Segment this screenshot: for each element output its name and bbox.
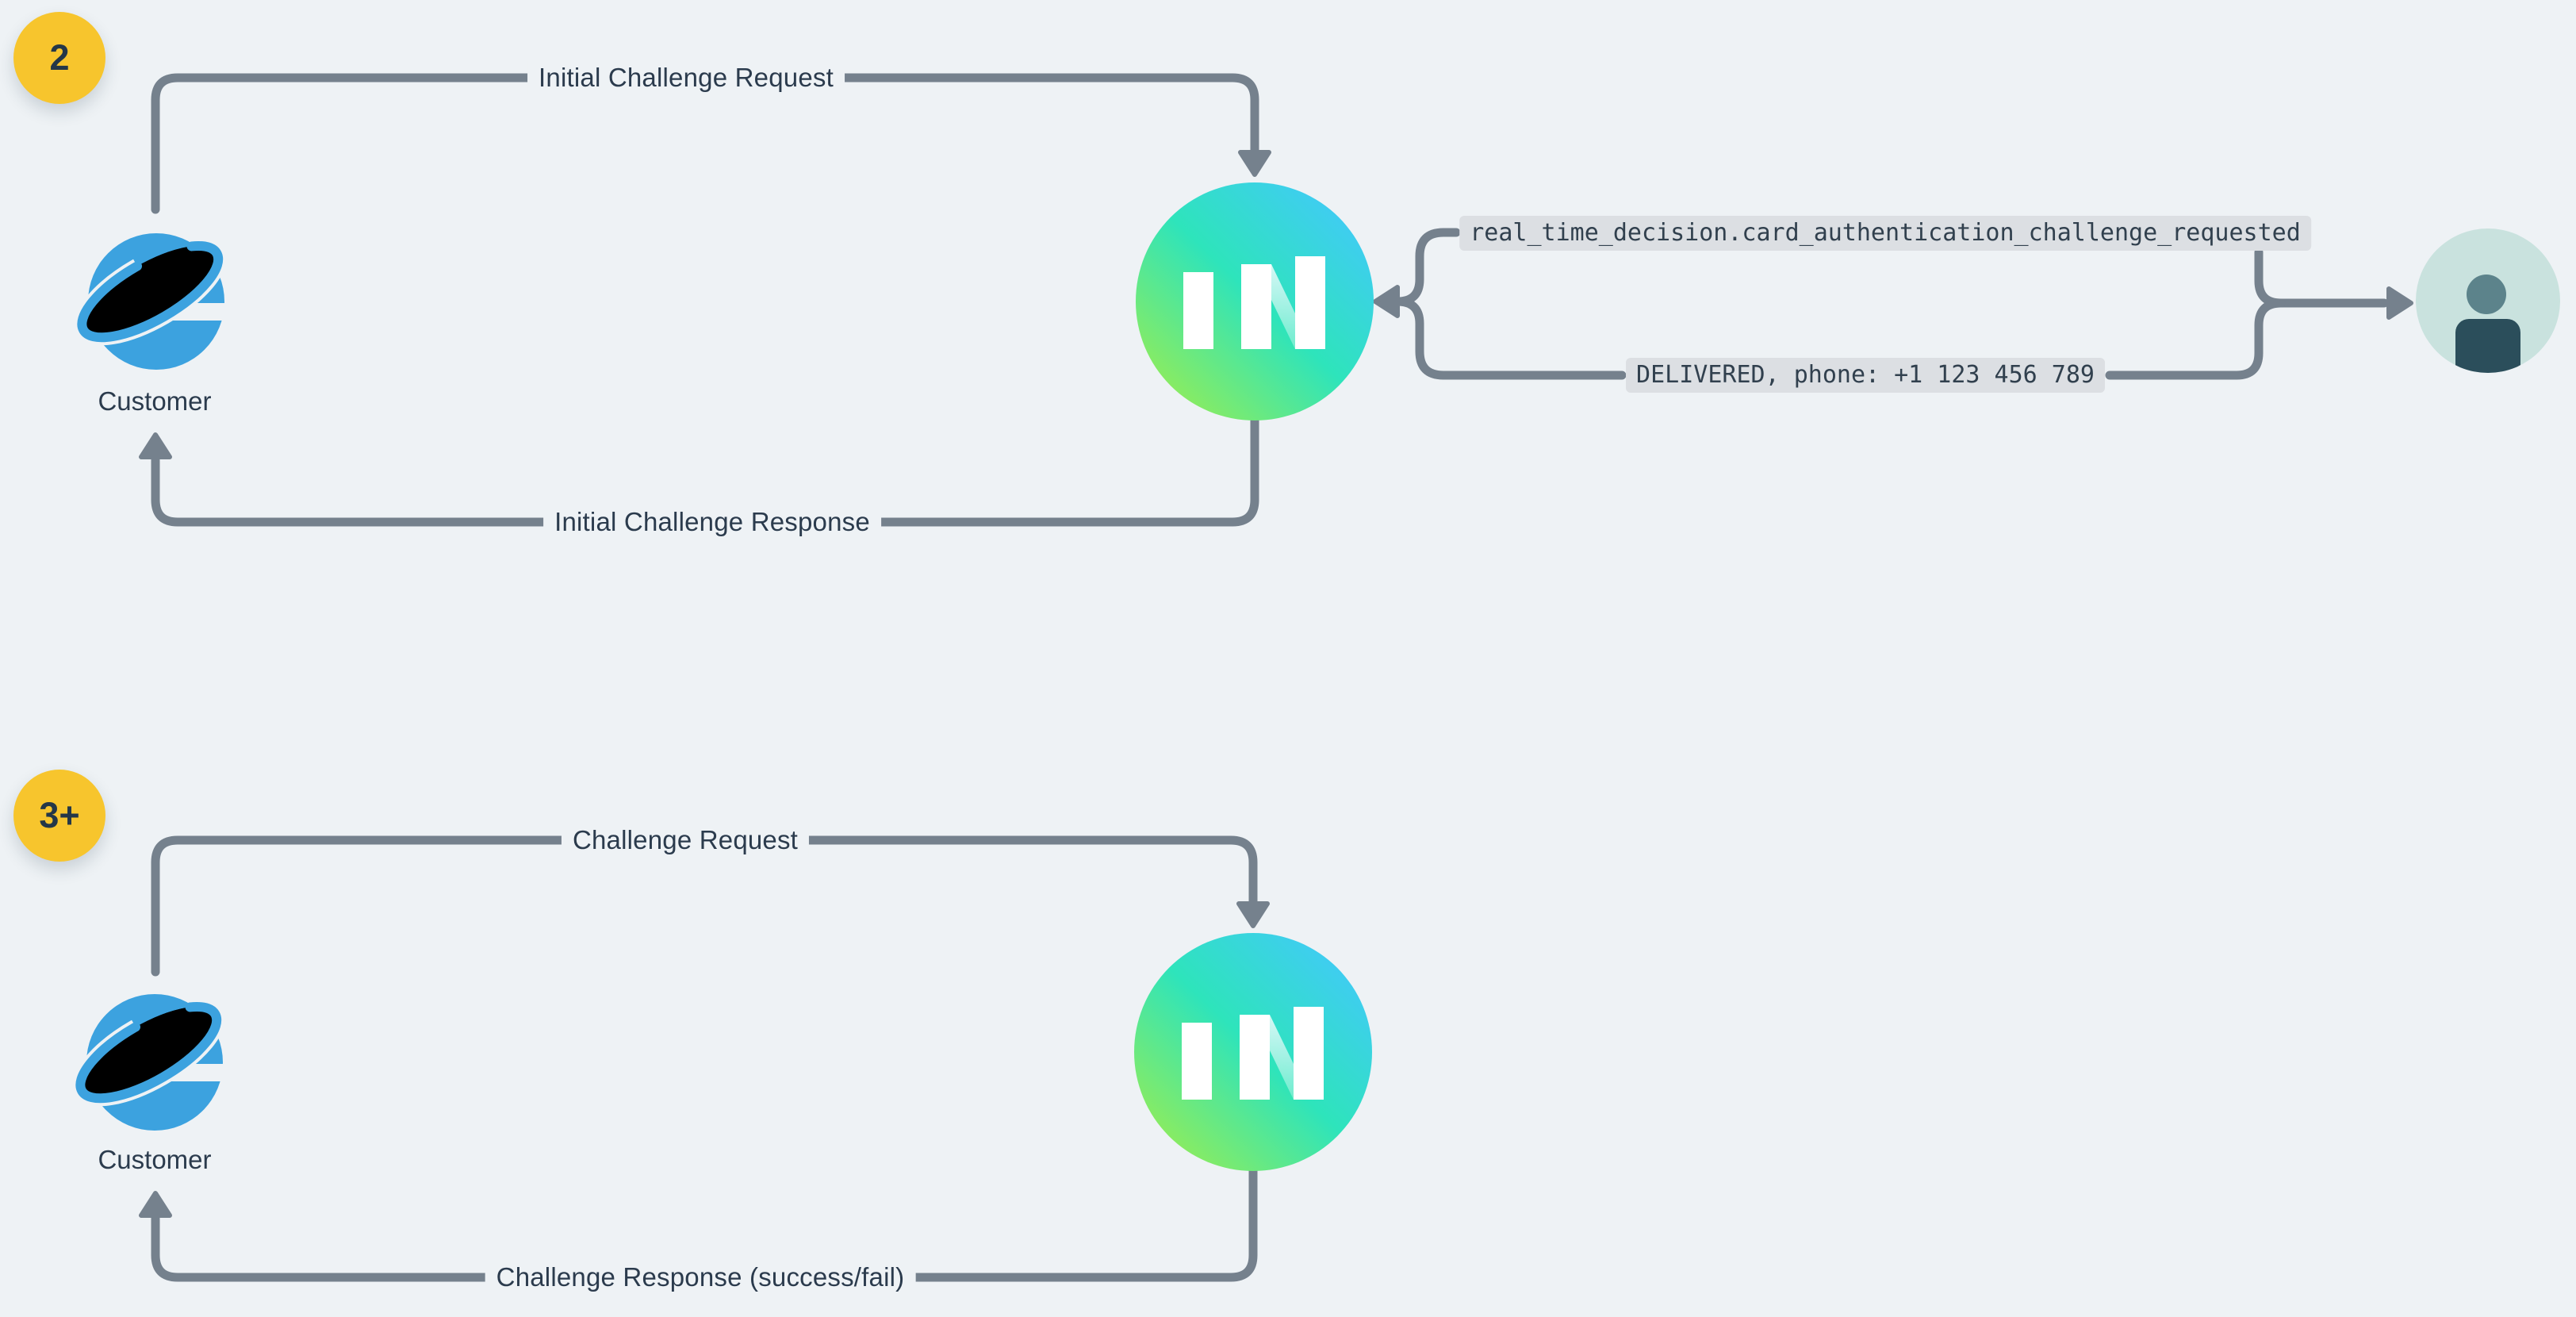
customer-browser-icon (74, 220, 236, 378)
flow2-webhook-line-right (2254, 248, 2389, 308)
arrowhead-down-flow3 (1236, 901, 1270, 928)
flow2-customer-label: Customer (98, 386, 212, 416)
step-badge-2-label: 2 (49, 37, 70, 78)
webhook-event-chip: real_time_decision.card_authentication_c… (1459, 216, 2311, 251)
flow2-response-arrow-label: Initial Challenge Response (543, 505, 881, 539)
sms-status-chip: DELIVERED, phone: +1 123 456 789 (1626, 358, 2105, 393)
step-badge-3plus-label: 3+ (39, 795, 80, 835)
flow2-request-line (151, 73, 1259, 214)
flow2-request-arrow-label: Initial Challenge Request (527, 61, 845, 94)
flow2-delivered-line-left (1393, 297, 1627, 380)
arrowhead-right-flow2 (2386, 286, 2413, 320)
increase-logo-icon: IN (1134, 933, 1372, 1171)
person-avatar-icon (2416, 228, 2560, 373)
flow3-customer-label: Customer (98, 1145, 212, 1174)
flow2-delivered-line-right (2105, 298, 2286, 380)
customer-browser-icon (72, 981, 234, 1139)
flow3-response-arrow-label: Challenge Response (success/fail) (485, 1261, 916, 1294)
step-badge-3plus: 3+ (13, 770, 105, 862)
arrowhead-up-flow2 (139, 432, 172, 459)
arrowhead-left-flow2 (1373, 285, 1400, 318)
step-badge-2: 2 (13, 12, 105, 104)
arrowhead-down-flow2 (1238, 150, 1271, 177)
flow3-request-arrow-label: Challenge Request (561, 824, 810, 857)
increase-logo-icon: IN (1136, 182, 1374, 420)
flow2-webhook-line (1386, 228, 1461, 306)
flow3-request-line (151, 835, 1258, 977)
arrowhead-up-flow3 (139, 1191, 172, 1218)
